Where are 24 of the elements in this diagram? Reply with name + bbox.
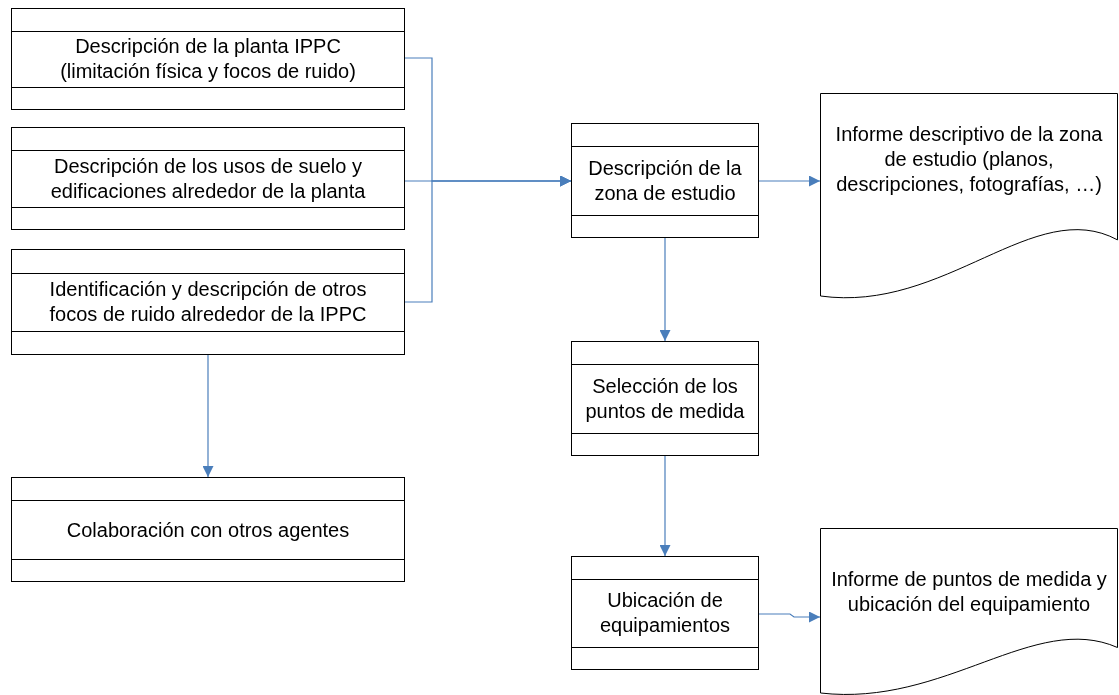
arrow [659,455,671,557]
arrow [659,237,671,342]
document-shape [820,528,1118,694]
box-text: Descripción de los usos de suelo y edificaciones alrededor de la planta [49,153,367,204]
box-text: Descripción de la zona de estudio [587,155,743,206]
document-text: Informe descriptivo de la zona de estudio (planos, descripciones, fotografías, …) [834,122,1104,197]
box-text: Descripción de la planta IPPC (limitación física y focos de ruido) [59,34,357,84]
process-box [571,341,759,456]
box-text: Ubicación de equipamientos [598,588,732,638]
arrow [404,175,572,303]
process-box [571,556,759,670]
box-text: Colaboración con otros agentes [65,517,351,542]
process-box [11,477,405,582]
process-box [571,123,759,238]
process-box [11,8,405,110]
document-text: Informe de puntos de medida y ubicación del equipamiento [830,567,1108,617]
arrow [202,354,214,478]
process-box [11,249,405,355]
arrow [758,175,821,187]
box-text: Selección de los puntos de medida [584,373,746,424]
arrow [758,611,821,623]
process-box [11,127,405,230]
document-shape [820,93,1118,297]
box-text: Identificación y descripción de otros focos de ruido alrededor de la IPPC [48,277,368,327]
